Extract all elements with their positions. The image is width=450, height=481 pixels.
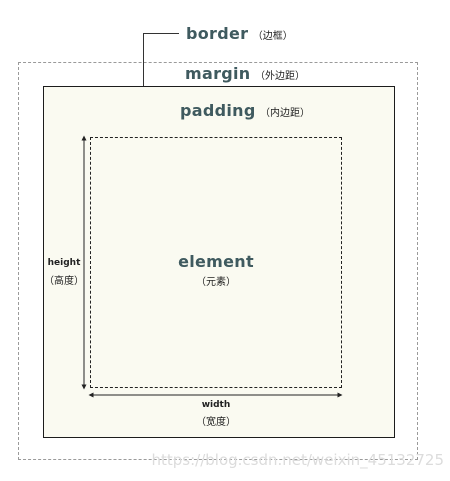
watermark: https://blog.csdn.net/weixin_45132725 <box>151 451 444 469</box>
height-arrow <box>81 135 87 390</box>
width-label-group: width （宽度） <box>196 400 236 428</box>
element-label: element <box>178 252 254 271</box>
width-arrow <box>88 392 343 398</box>
border-callout-line-horizontal <box>143 33 179 34</box>
padding-label: padding <box>180 101 256 120</box>
height-note: （高度） <box>44 276 84 287</box>
content-box <box>90 137 342 388</box>
border-label: border <box>186 24 249 43</box>
margin-note: （外边距） <box>254 71 305 82</box>
width-label: width <box>201 400 231 410</box>
border-note: （边框） <box>252 31 293 42</box>
margin-area <box>18 62 418 460</box>
border-label-group: border （边框） <box>186 24 293 44</box>
margin-label-group: margin （外边距） <box>185 64 305 84</box>
margin-label: margin <box>185 64 251 83</box>
border-box <box>43 86 395 438</box>
border-callout-line <box>143 33 144 86</box>
width-note: （宽度） <box>196 417 236 428</box>
padding-label-group: padding （内边距） <box>180 101 310 121</box>
element-note: （元素） <box>196 277 236 288</box>
height-label: height <box>47 258 81 268</box>
element-label-group: element （元素） <box>166 252 266 288</box>
height-label-group: height （高度） <box>44 258 84 287</box>
padding-note: （内边距） <box>260 108 311 119</box>
